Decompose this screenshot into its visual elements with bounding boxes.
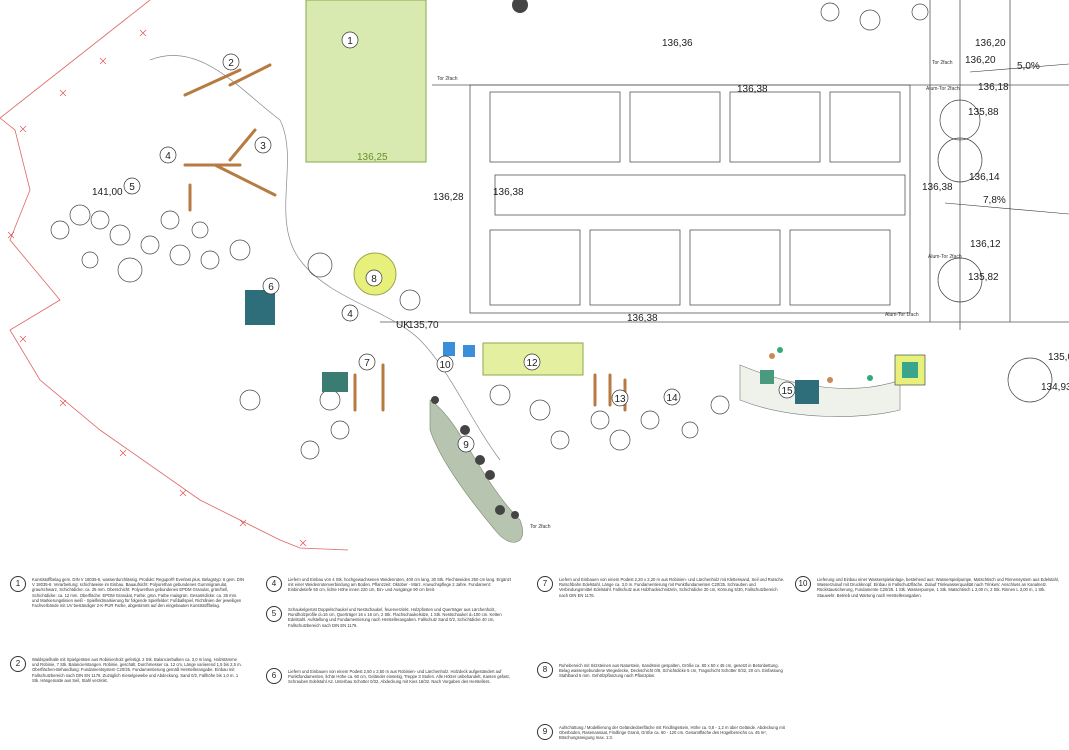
zone-label: 5 <box>129 182 135 193</box>
zone-label: 6 <box>268 282 274 293</box>
legend-text: Liefern und Einbau von 4 Stk. hochgewach… <box>288 577 511 593</box>
slope-labels: 5,0% 7,8% <box>944 61 1069 215</box>
level-label: 135,70 <box>408 320 439 331</box>
legend-text: Ruhebereich mit Sitzsteinen aus Naturste… <box>559 663 783 679</box>
wood-play-structures <box>183 63 627 412</box>
legend-text: Liefern und Einbauen von einem Podest 2,… <box>559 577 785 598</box>
site-plan: 1 2 3 4 5 6 8 4 7 10 12 9 13 14 15 136,3… <box>0 0 1069 551</box>
gate-label: Tor 2fach <box>530 524 551 530</box>
gate-label: Tor 2fach <box>932 60 953 66</box>
legend-entry: 6 Liefern und Einbauen von einem Podest … <box>266 668 516 728</box>
level-label: 136,20 <box>975 38 1006 49</box>
legend-number: 1 <box>10 576 26 592</box>
gate-label: Alum-Tor 2fach <box>926 86 960 92</box>
legend-text: Waldspielhalle mit Spielgeräten aus Robi… <box>32 657 242 683</box>
gate-label: Tor 2fach <box>437 76 458 82</box>
level-label: 136,20 <box>965 55 996 66</box>
zone-label: 9 <box>463 440 469 451</box>
zone-number-labels: 1 2 3 4 5 6 8 4 7 10 12 9 13 14 15 <box>129 36 793 451</box>
legend-number: 10 <box>795 576 811 592</box>
level-label: 136,38 <box>922 182 953 193</box>
legend-number: 2 <box>10 656 26 672</box>
zone-label: 15 <box>781 386 793 397</box>
zone-label: 10 <box>439 360 451 371</box>
zone-label: 2 <box>228 58 234 69</box>
level-label: 135,88 <box>968 107 999 118</box>
uk-label: UK <box>396 320 410 331</box>
zone-label: 13 <box>614 394 626 405</box>
legend: 1 Kunststoffbelag gem. DIN V 18035-6, wa… <box>0 572 1069 750</box>
legend-entry: 5 Schaukelgerüst Doppelschaukel und Nest… <box>266 606 516 660</box>
path-network <box>149 55 501 461</box>
gate-labels: Tor 2fach Tor 2fach Alum-Tor 2fach Alum-… <box>437 60 962 530</box>
level-labels: 136,36 136,20 136,20 136,18 135,88 136,3… <box>92 38 1069 393</box>
site-boundary <box>0 117 349 551</box>
level-label: 136,28 <box>433 192 464 203</box>
legend-number: 9 <box>537 724 553 740</box>
trees <box>50 2 1053 460</box>
site-boundary-top <box>0 0 151 119</box>
legend-number: 8 <box>537 662 553 678</box>
gate-label: Alum-Tor 1fach <box>885 312 919 318</box>
level-label: 136,38 <box>627 313 658 324</box>
level-label: 136,38 <box>737 84 768 95</box>
boulders <box>431 0 528 519</box>
zone-label: 4 <box>347 309 353 320</box>
legend-text: Liefern und Einbauen von einem Podest 2,… <box>288 669 510 685</box>
legend-number: 7 <box>537 576 553 592</box>
level-label: 135,82 <box>968 272 999 283</box>
level-label: 136,18 <box>978 82 1009 93</box>
legend-number: 6 <box>266 668 282 684</box>
legend-text: Kunststoffbelag gem. DIN V 18035-6, wass… <box>32 577 245 609</box>
zone-label: 12 <box>526 358 538 369</box>
zone-label: 1 <box>347 36 353 47</box>
level-label: 136,38 <box>493 187 524 198</box>
legend-entry: 10 Lieferung und Einbau einer Wasserspie… <box>795 576 1060 746</box>
zone-label: 8 <box>371 274 377 285</box>
legend-entry: 1 Kunststoffbelag gem. DIN V 18035-6, wa… <box>10 576 245 654</box>
level-label: 136,14 <box>969 172 1000 183</box>
level-label: 134,93 <box>1041 382 1069 393</box>
slope-label: 7,8% <box>983 195 1006 206</box>
level-label: 136,36 <box>662 38 693 49</box>
legend-entry: 2 Waldspielhalle mit Spielgeräten aus Ro… <box>10 656 245 746</box>
legend-number: 5 <box>266 606 282 622</box>
level-label: 136,12 <box>970 239 1001 250</box>
zone-label: 3 <box>260 141 266 152</box>
legend-entry: 4 Liefern und Einbau von 4 Stk. hochgewa… <box>266 576 516 604</box>
level-label: 141,00 <box>92 187 123 198</box>
fence-crosses <box>7 29 307 547</box>
legend-entry: 9 Aufschüttung / Modellierung der Geländ… <box>537 724 787 748</box>
zone-markers <box>123 31 796 453</box>
zone-label: 7 <box>364 358 370 369</box>
gate-label: Alum-Tor 2fach <box>928 254 962 260</box>
play-objects <box>245 290 926 404</box>
legend-entry: 7 Liefern und Einbauen von einem Podest … <box>537 576 787 656</box>
legend-text: Lieferung und Einbau einer Wasserspielan… <box>817 577 1060 598</box>
legend-number: 4 <box>266 576 282 592</box>
legend-text: Schaukelgerüst Doppelschaukel und Nestsc… <box>288 607 502 628</box>
zone-label: 14 <box>666 393 678 404</box>
level-label: 136,25 <box>357 152 388 163</box>
legend-entry: 8 Ruhebereich mit Sitzsteinen aus Naturs… <box>537 662 787 722</box>
slope-label: 5,0% <box>1017 61 1040 72</box>
zone-label: 4 <box>165 151 171 162</box>
sports-field-zone <box>305 0 427 163</box>
hill-zone-9 <box>429 399 523 543</box>
school-building <box>380 0 1069 330</box>
legend-text: Aufschüttung / Modellierung der Geländeo… <box>559 725 785 741</box>
level-label: 135,0 <box>1048 352 1069 363</box>
